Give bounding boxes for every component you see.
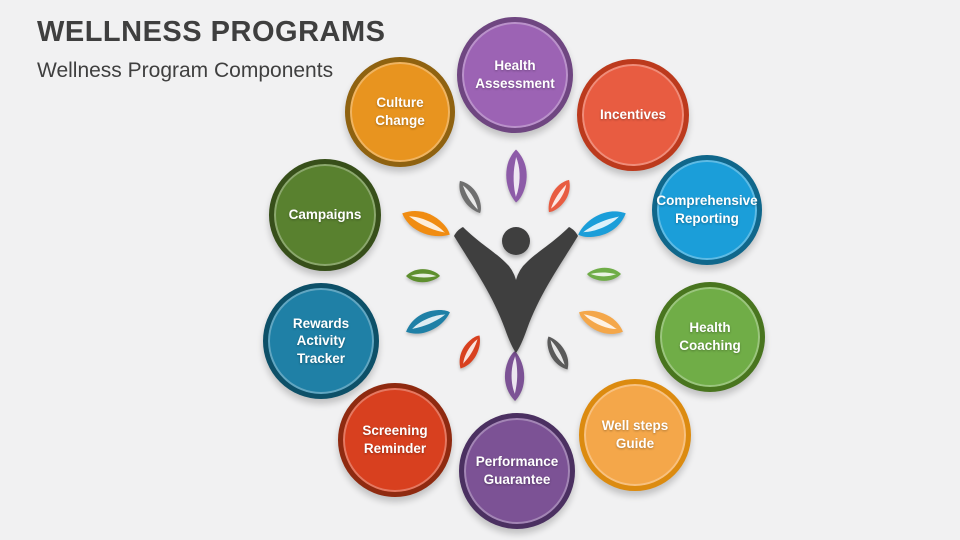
component-circle-culture-change: Culture Change: [345, 57, 455, 167]
component-label: Screening Reminder: [362, 423, 428, 456]
component-circle-health-coaching: Health Coaching: [655, 282, 765, 392]
component-label: Performance Guarantee: [475, 454, 559, 487]
component-label: Rewards Activity Tracker: [292, 315, 350, 366]
component-circle-comprehensive-reporting: Comprehensive Reporting: [652, 155, 762, 265]
person-icon: [454, 227, 578, 353]
leaf-lower-right-icon: [575, 304, 627, 341]
component-label: Incentives: [599, 107, 667, 123]
page-title: WELLNESS PROGRAMS: [37, 16, 386, 48]
component-circle-well-steps-guide: Well steps Guide: [579, 379, 691, 491]
leaf-bottom-right-icon: [541, 333, 574, 374]
leaf-bottom-left-icon: [453, 331, 486, 372]
component-circle-incentives: Incentives: [577, 59, 689, 171]
component-label: Culture Change: [375, 95, 425, 128]
leaf-upper-left-icon: [398, 203, 455, 244]
leaf-lower-left-icon: [402, 303, 454, 340]
leaf-top-left-icon: [453, 176, 487, 217]
leaf-mid-left-icon: [406, 269, 440, 283]
component-circle-campaigns: Campaigns: [269, 159, 381, 271]
leaf-mid-right-icon: [587, 267, 621, 281]
component-circle-rewards-activity-tracker: Rewards Activity Tracker: [263, 283, 379, 399]
component-label: Health Assessment: [475, 58, 555, 91]
component-label: Well steps Guide: [601, 418, 669, 451]
component-label: Comprehensive Reporting: [656, 193, 758, 226]
component-label: Health Coaching: [679, 320, 741, 353]
leaf-top-icon: [506, 149, 527, 203]
component-circle-performance-guarantee: Performance Guarantee: [459, 413, 575, 529]
component-circle-health-assessment: Health Assessment: [457, 17, 573, 133]
leaf-upper-right-icon: [574, 204, 631, 245]
component-circle-screening-reminder: Screening Reminder: [338, 383, 452, 497]
leaf-bottom-icon: [504, 351, 525, 401]
header: WELLNESS PROGRAMS Wellness Program Compo…: [37, 16, 385, 83]
leaf-top-right-icon: [542, 176, 576, 217]
page-subtitle: Wellness Program Components: [37, 59, 334, 82]
component-label: Campaigns: [288, 207, 362, 223]
